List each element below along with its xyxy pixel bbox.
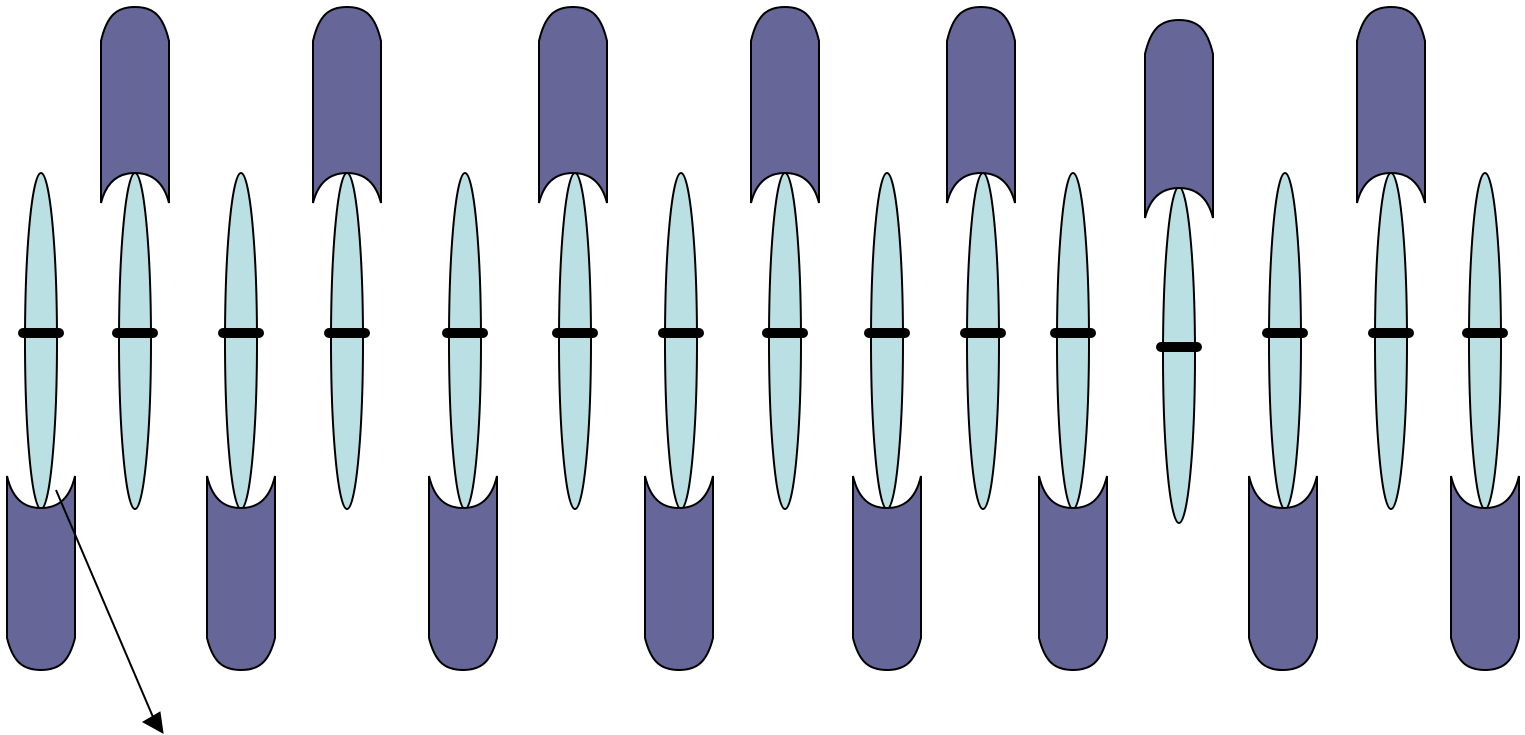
spindle-fiber-10: [967, 173, 999, 509]
top-kinetochore-cap-3: [539, 7, 607, 203]
spindle-fiber-1: [25, 173, 57, 509]
spindle-fiber-11: [1057, 173, 1089, 509]
spindle-fiber-13: [1269, 173, 1301, 509]
spindle-fiber-15: [1469, 173, 1501, 509]
top-kinetochore-cap-2: [313, 7, 381, 203]
top-kinetochore-cap-1: [101, 7, 169, 203]
spindle-fiber-14: [1375, 173, 1407, 509]
top-kinetochore-cap-7: [1357, 7, 1425, 203]
spindle-fiber-3: [225, 173, 257, 509]
spindle-fiber-2: [119, 173, 151, 509]
spindle-fiber-4: [331, 173, 363, 509]
spindle-fiber-5: [449, 173, 481, 509]
spindle-fiber-12: [1163, 187, 1195, 523]
spindle-fiber-6: [559, 173, 591, 509]
top-kinetochore-cap-4: [751, 7, 819, 203]
top-kinetochore-cap-6: [1145, 20, 1213, 218]
spindle-fiber-layer: [25, 173, 1501, 523]
top-kinetochore-cap-5: [947, 7, 1015, 203]
spindle-fiber-7: [665, 173, 697, 509]
spindle-fiber-8: [769, 173, 801, 509]
spindle-fiber-9: [871, 173, 903, 509]
